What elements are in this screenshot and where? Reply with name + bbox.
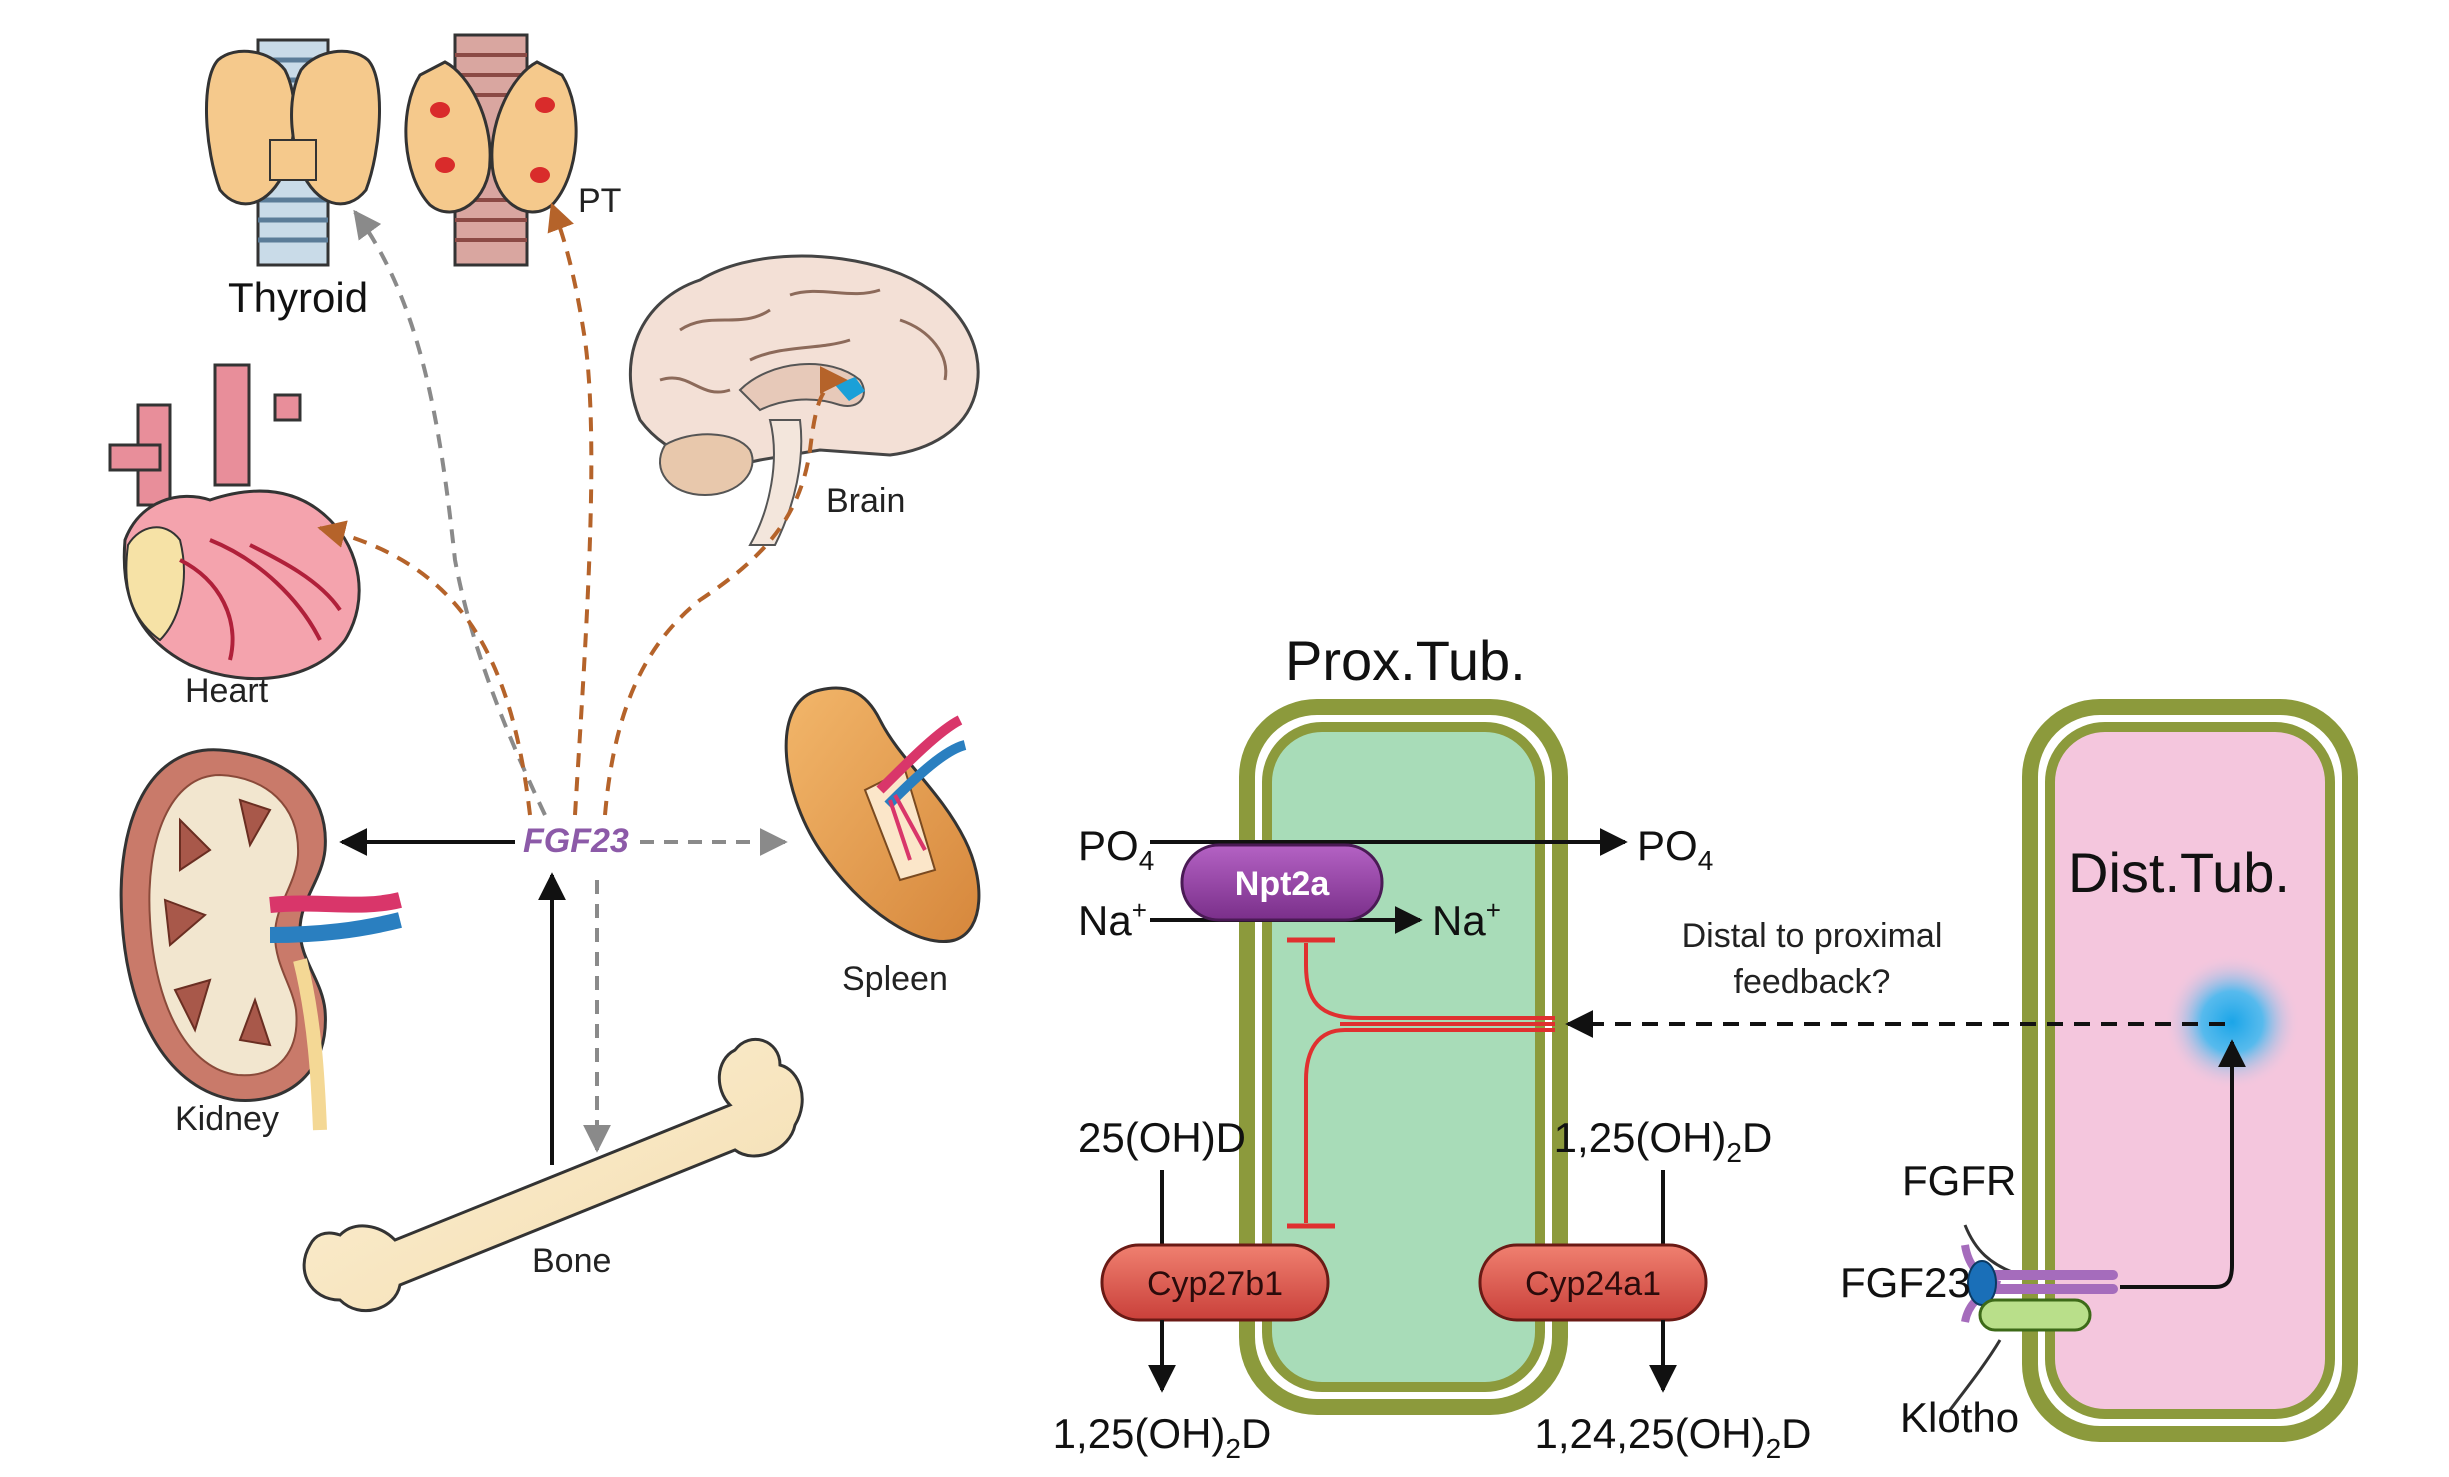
po4-out-label: PO4 [1637, 822, 1713, 876]
feedback-label-line2: feedback? [1734, 963, 1891, 1001]
fgf23-ligand [1967, 1260, 1997, 1306]
heart-illustration [108, 363, 361, 681]
thyroid-label: Thyroid [228, 274, 368, 321]
spleen-illustration [784, 686, 981, 943]
bone-label: Bone [532, 1242, 611, 1280]
heart-label: Heart [185, 672, 269, 710]
cyp24a1-enzyme: Cyp24a1 [1478, 1243, 1708, 1322]
dist-tub-title: Dist.Tub. [2068, 841, 2290, 904]
npt2a-transporter: Npt2a [1180, 843, 1384, 922]
bone-illustration [302, 1037, 804, 1313]
feedback-label-line1: Distal to proximal [1682, 917, 1943, 955]
cyp27b1-label: Cyp27b1 [1147, 1265, 1283, 1303]
receptor-to-signal-arrow [2120, 1039, 2246, 1289]
organ-diagram: Thyroid PT Brain [108, 33, 981, 1313]
npt2a-label: Npt2a [1235, 865, 1331, 903]
brain-label: Brain [826, 482, 905, 520]
fgf23-receptor-label: FGF23 [1840, 1259, 1971, 1306]
parathyroid-illustration [404, 33, 578, 267]
signal-glow [2164, 954, 2300, 1090]
fgf23-hub-label: FGF23 [523, 822, 629, 860]
kidney-label: Kidney [175, 1100, 279, 1138]
fgf23-to-parathyroid-arrow [547, 202, 594, 816]
distal-tubule-cell [2022, 699, 2358, 1442]
kidney-illustration [119, 748, 402, 1131]
prox-tub-title: Prox.Tub. [1285, 629, 1526, 692]
na-in-label: Na+ [1078, 895, 1147, 944]
fgfr-label: FGFR [1902, 1157, 2016, 1204]
receptor-complex [1948, 1039, 2246, 1411]
klotho-protein [1978, 1298, 2092, 1332]
na-out-label: Na+ [1432, 895, 1501, 944]
product-12425oh2d: 1,24,25(OH)2D [1534, 1410, 1811, 1464]
klotho-pointer [1948, 1339, 2002, 1411]
cyp27b1-enzyme: Cyp27b1 [1100, 1243, 1330, 1322]
thyroid-illustration [205, 38, 381, 267]
parathyroid-label: PT [578, 182, 621, 220]
substrate-125oh2d: 1,25(OH)2D [1554, 1114, 1773, 1168]
brain-illustration [628, 254, 980, 546]
klotho-label: Klotho [1900, 1394, 2019, 1441]
product-125oh2d: 1,25(OH)2D [1053, 1410, 1272, 1464]
spleen-label: Spleen [842, 960, 948, 998]
po4-in-label: PO4 [1078, 822, 1154, 876]
fgf23-to-thyroid-arrow [353, 209, 547, 816]
tubule-diagram: Prox.Tub. Dist.Tub. PO4 PO4 Na+ Na+ Npt2… [1053, 629, 2358, 1464]
substrate-25ohd: 25(OH)D [1078, 1114, 1246, 1161]
cyp24a1-label: Cyp24a1 [1525, 1265, 1661, 1303]
inhibition-pathway [1287, 937, 1555, 1229]
fgf23-to-brain-arrow [603, 366, 848, 816]
